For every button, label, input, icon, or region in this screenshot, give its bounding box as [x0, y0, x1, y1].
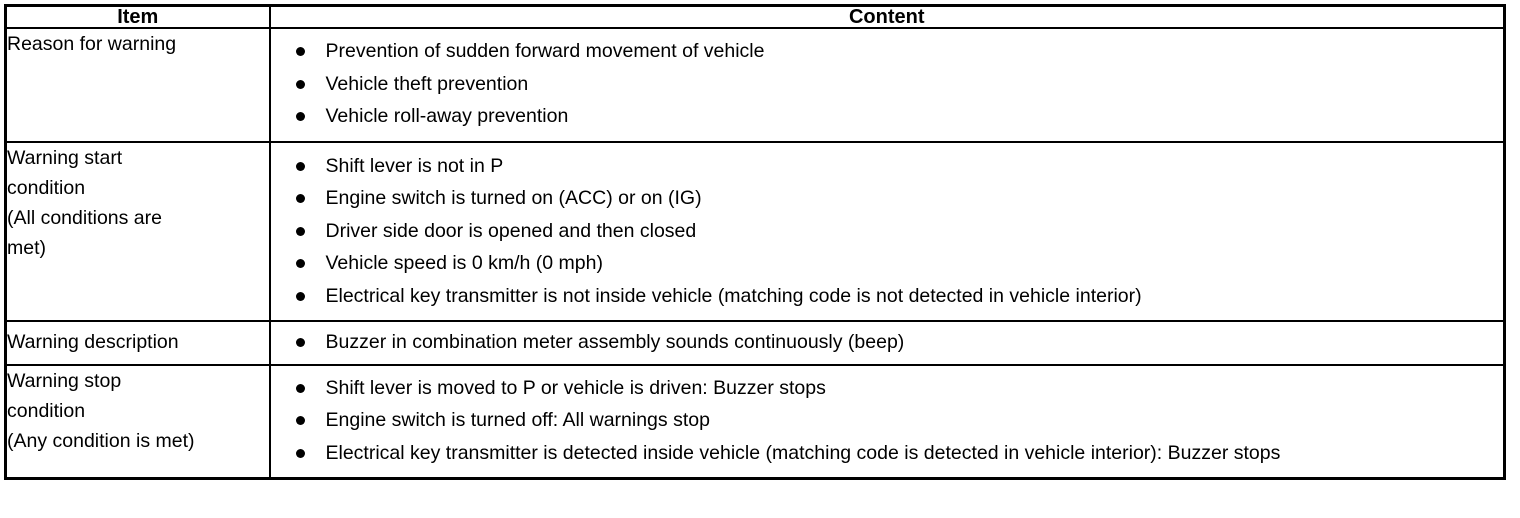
list-item: Driver side door is opened and then clos…	[271, 215, 1504, 248]
bullet-dot-icon	[295, 226, 305, 236]
table-body: Reason for warning Prevention of sudden …	[4, 27, 1506, 480]
list-item-text: Prevention of sudden forward movement of…	[325, 40, 765, 62]
list-item: Shift lever is moved to P or vehicle is …	[271, 372, 1504, 405]
list-item-text: Vehicle speed is 0 km/h (0 mph)	[325, 252, 603, 274]
bullet-dot-icon	[295, 112, 305, 121]
table-row: Warning stop condition (Any condition is…	[4, 363, 1506, 480]
column-header-content: Content	[268, 4, 1506, 29]
list-item: Shift lever is not in P	[271, 150, 1504, 183]
list-item-text: Engine switch is turned on (ACC) or on (…	[325, 187, 702, 209]
bullet-dot-icon	[295, 47, 305, 56]
row-item-label: Warning start condition (All conditions …	[4, 140, 271, 322]
list-item-text: Shift lever is not in P	[325, 154, 504, 177]
list-item: Vehicle roll-away prevention	[271, 100, 1504, 133]
bullet-list: Shift lever is moved to P or vehicle is …	[271, 372, 1504, 470]
list-item: Engine switch is turned off: All warning…	[271, 404, 1504, 437]
list-item-text: Electrical key transmitter is detected i…	[325, 441, 1281, 464]
row-item-label: Warning stop condition (Any condition is…	[4, 363, 271, 480]
list-item: Buzzer in combination meter assembly sou…	[271, 326, 1504, 359]
row-content-cell: Shift lever is not in P Engine switch is…	[268, 140, 1506, 322]
row-item-label: Warning description	[4, 320, 271, 366]
list-item: Prevention of sudden forward movement of…	[271, 35, 1504, 68]
bullet-list: Buzzer in combination meter assembly sou…	[271, 326, 1504, 359]
table-row: Warning start condition (All conditions …	[4, 140, 1506, 322]
warning-specification-table: Item Content Reason for warning Preventi…	[4, 4, 1506, 480]
list-item: Electrical key transmitter is detected i…	[271, 437, 1504, 470]
list-item: Engine switch is turned on (ACC) or on (…	[271, 182, 1504, 215]
list-item: Vehicle theft prevention	[271, 68, 1504, 101]
list-item-text: Vehicle roll-away prevention	[325, 105, 569, 127]
bullet-dot-icon	[295, 416, 305, 425]
list-item: Electrical key transmitter is not inside…	[271, 280, 1504, 313]
bullet-list: Shift lever is not in P Engine switch is…	[271, 150, 1504, 313]
table-row: Warning description Buzzer in combinatio…	[4, 320, 1506, 366]
bullet-dot-icon	[295, 79, 305, 89]
list-item: Vehicle speed is 0 km/h (0 mph)	[271, 247, 1504, 280]
bullet-dot-icon	[295, 259, 305, 268]
specification-table-container: Item Content Reason for warning Preventi…	[4, 4, 1506, 512]
bullet-dot-icon	[295, 448, 305, 458]
bullet-dot-icon	[295, 161, 305, 171]
list-item-text: Driver side door is opened and then clos…	[325, 219, 697, 242]
list-item-text: Electrical key transmitter is not inside…	[325, 284, 1142, 307]
list-item-text: Vehicle theft prevention	[325, 72, 529, 95]
bullet-dot-icon	[295, 383, 305, 393]
list-item-text: Buzzer in combination meter assembly sou…	[325, 331, 905, 353]
row-content-cell: Prevention of sudden forward movement of…	[268, 27, 1506, 143]
row-item-label: Reason for warning	[4, 27, 271, 143]
row-content-cell: Buzzer in combination meter assembly sou…	[268, 320, 1506, 366]
list-item-text: Shift lever is moved to P or vehicle is …	[325, 376, 826, 399]
bullet-dot-icon	[295, 338, 305, 347]
row-content-cell: Shift lever is moved to P or vehicle is …	[268, 363, 1506, 480]
bullet-list: Prevention of sudden forward movement of…	[271, 35, 1504, 133]
column-header-item: Item	[4, 4, 271, 29]
table-header: Item Content	[4, 4, 1506, 29]
list-item-text: Engine switch is turned off: All warning…	[325, 409, 710, 431]
table-header-row: Item Content	[4, 4, 1506, 29]
table-row: Reason for warning Prevention of sudden …	[4, 27, 1506, 143]
bullet-dot-icon	[295, 194, 305, 203]
bullet-dot-icon	[295, 291, 305, 301]
